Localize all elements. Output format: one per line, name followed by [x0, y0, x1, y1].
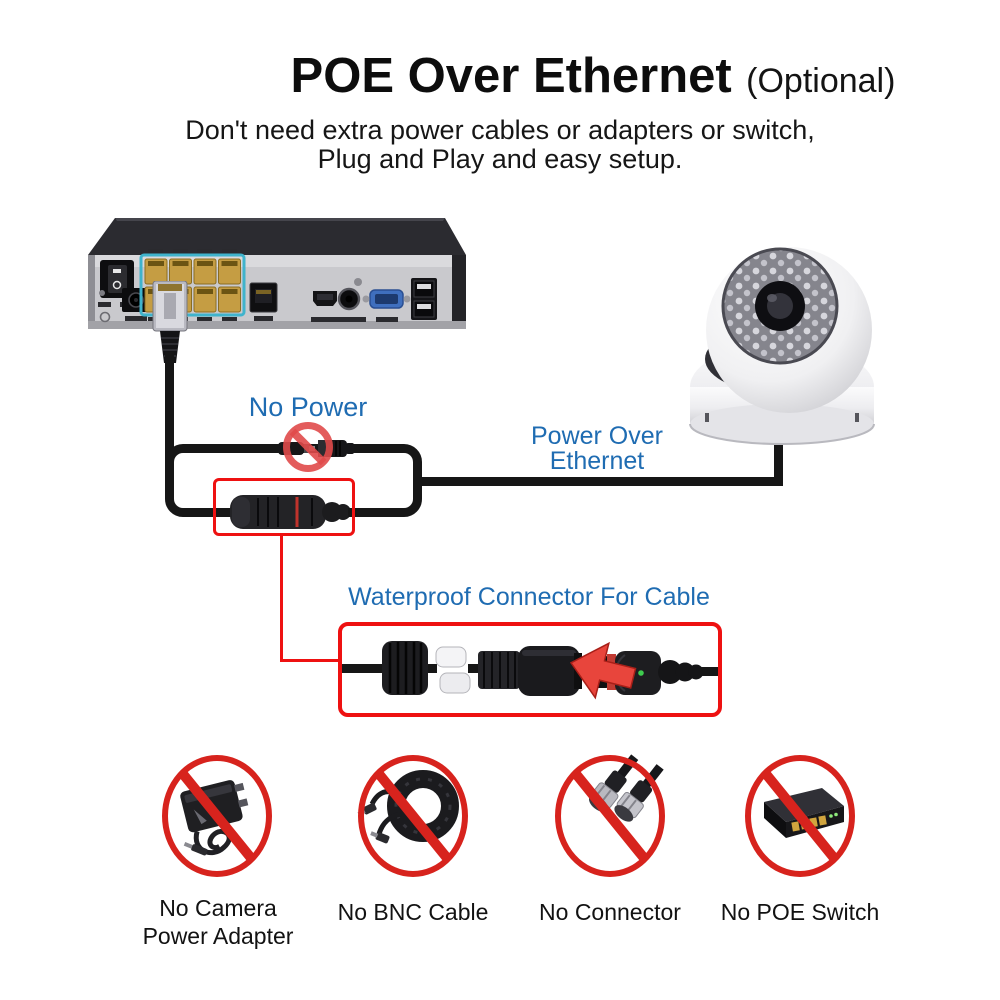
poe-label: Power Over Ethernet: [502, 424, 692, 474]
bnc-connector-icon: [555, 754, 665, 877]
subtitle: Don't need extra power cables or adapter…: [0, 116, 1000, 174]
lan-port: [249, 282, 278, 321]
item-label-no-poe-switch: No POE Switch: [720, 899, 880, 925]
title-text: POE Over Ethernet: [290, 49, 732, 103]
ground-screw: [99, 311, 111, 323]
insert-arrow-icon: [569, 641, 637, 700]
cable-camera-drop: [774, 438, 783, 486]
page-title: POE Over Ethernet (Optional): [0, 48, 1000, 104]
poe-label-line-2: Ethernet: [549, 447, 645, 475]
waterproof-connector-detail: [342, 641, 718, 700]
item-label-no-connector: No Connector: [539, 899, 681, 925]
callout-line-horizontal: [280, 659, 342, 662]
bnc-cable-icon: [357, 755, 468, 877]
nvr-image: [88, 218, 466, 329]
screw: [99, 290, 105, 296]
waterproof-connector-small: [220, 495, 360, 529]
camera-image: [689, 247, 875, 445]
item-label-no-camera-power-adapter: No Camera Power Adapter: [142, 895, 294, 949]
audio-port: [336, 278, 366, 322]
vga-port: [362, 289, 411, 322]
poe-label-line-1: Power Over: [531, 422, 663, 450]
title-suffix: (Optional): [746, 62, 896, 100]
waterproof-detail-box: [338, 622, 722, 717]
camera-power-adapter-icon: [162, 755, 272, 877]
cable-to-camera: [413, 477, 783, 486]
waterproof-label: Waterproof Connector For Cable: [348, 583, 710, 611]
usb-ports: [411, 278, 437, 320]
hdmi-port: [311, 291, 338, 322]
connector-highlight-box: [213, 478, 355, 536]
poe-ports: [139, 249, 246, 321]
no-power-prohibition-icon: [283, 422, 333, 472]
subtitle-line-1: Don't need extra power cables or adapter…: [185, 115, 815, 145]
no-power-label: No Power: [248, 392, 368, 422]
cable-nvr-drop: [165, 352, 174, 462]
poe-switch-icon: [745, 755, 855, 877]
subtitle-line-2: Plug and Play and easy setup.: [317, 144, 683, 174]
item-label-no-bnc-cable: No BNC Cable: [337, 899, 489, 925]
callout-line-vertical: [280, 536, 283, 662]
